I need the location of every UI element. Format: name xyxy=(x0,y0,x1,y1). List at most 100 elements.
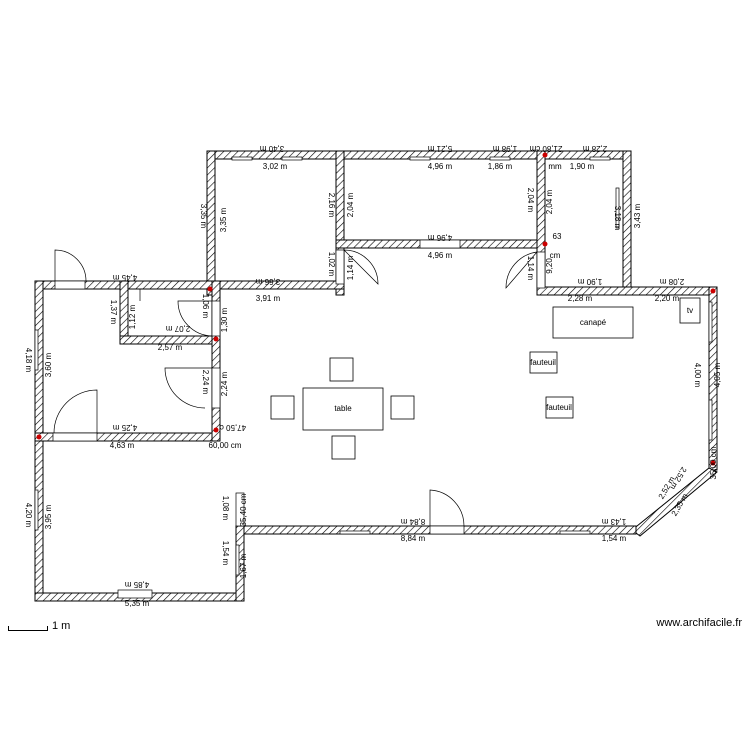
dimension-label: 3,02 m xyxy=(263,162,288,171)
dimension-label: cm xyxy=(550,251,561,260)
dimension-label: 4,20 m xyxy=(24,503,33,528)
red-marker xyxy=(213,336,219,342)
door-swing xyxy=(164,367,212,409)
dimension-label: 1,08 m xyxy=(221,496,230,521)
dimension-label: 1,43 m xyxy=(601,517,626,526)
dimension-label: 1,67 m xyxy=(239,553,248,578)
window xyxy=(409,156,431,161)
door-swing xyxy=(54,249,87,282)
dimension-label: 4,00 m xyxy=(693,363,702,388)
wall xyxy=(206,150,216,296)
dimension-label: 3,35 m xyxy=(199,204,208,229)
window xyxy=(235,544,240,576)
window xyxy=(339,530,371,535)
dimension-label: 1,86 m xyxy=(488,162,513,171)
dimension-label: 1,90 m xyxy=(577,277,602,286)
dimension-label: 1,54 m xyxy=(221,541,230,566)
window xyxy=(281,156,303,161)
dimension-label: 8,84 m xyxy=(400,517,425,526)
window xyxy=(559,530,591,535)
dimension-label: 8,84 m xyxy=(401,534,426,543)
dimension-label: 5,21 m xyxy=(427,144,452,153)
table xyxy=(302,387,384,431)
dimension-label: 35,40 cm xyxy=(239,493,248,526)
scale-bar xyxy=(8,626,48,631)
armchair-label: fauteuil xyxy=(530,358,556,367)
dimension-label: 5,35 m xyxy=(125,599,150,608)
dimension-label: 4,18 m xyxy=(24,348,33,373)
dimension-label: 2,07 m xyxy=(165,324,190,333)
door-gap xyxy=(211,300,221,337)
door-gap xyxy=(52,432,98,442)
wall xyxy=(631,467,718,537)
door-swing xyxy=(343,249,379,285)
armchair xyxy=(529,351,558,374)
dimension-label: 2,08 m xyxy=(659,277,684,286)
red-marker xyxy=(542,152,548,158)
dimension-label: 63 xyxy=(553,232,562,241)
dimension-label: 1,54 m xyxy=(602,534,627,543)
door-gap xyxy=(335,249,345,285)
dimension-label: 4,25 m xyxy=(112,423,137,432)
dimension-label: 47,50 c xyxy=(220,423,246,432)
armchair xyxy=(545,396,574,419)
dimension-label: 2,24 m xyxy=(201,370,210,395)
credit-text: www.archifacile.fr xyxy=(656,617,742,629)
red-marker xyxy=(710,288,716,294)
sofa xyxy=(552,306,634,339)
dimension-label: 3,35 m xyxy=(219,207,228,232)
furniture: table canapé fauteuil fauteuil tv xyxy=(270,297,701,460)
window xyxy=(117,589,153,599)
dimension-label: 1,98 m xyxy=(492,144,517,153)
door-swing xyxy=(505,251,538,289)
door-swing xyxy=(429,489,465,527)
chair xyxy=(270,395,295,420)
door-swings xyxy=(53,249,538,527)
door-gap xyxy=(211,367,221,409)
dimension-label: 4,96 m xyxy=(428,162,453,171)
red-marker xyxy=(710,460,716,466)
wall xyxy=(211,280,221,442)
dimension-label: 2,57 m xyxy=(158,343,183,352)
dimension-label: 3,43 m xyxy=(633,203,642,228)
dimension-label: 1,06 m xyxy=(201,294,210,319)
dimension-label: 2,04 m xyxy=(346,192,355,217)
dimension-label: 1,90 m xyxy=(570,162,595,171)
dimension-label: 4,63 m xyxy=(110,441,135,450)
dimension-label: 1,12 m xyxy=(128,304,137,329)
door-swing xyxy=(53,389,98,434)
dimension-label: 4,85 m xyxy=(124,580,149,589)
dimension-label: 9,20 xyxy=(545,258,554,274)
dimension-label: 60,00 cm xyxy=(209,441,242,450)
dimension-label: 1,30 m xyxy=(220,307,229,332)
chair xyxy=(390,395,415,420)
wall xyxy=(119,280,129,344)
door-gap xyxy=(429,525,465,535)
red-marker xyxy=(36,434,42,440)
dimension-label: 1,02 m xyxy=(327,252,336,277)
chair xyxy=(329,357,354,382)
dimension-label: 2,16 m xyxy=(327,193,336,218)
red-markers xyxy=(36,152,716,466)
window xyxy=(419,239,461,249)
dimension-label: 3,66 m xyxy=(255,277,280,286)
armchair-label: fauteuil xyxy=(546,403,572,412)
dimension-label: 2,24 m xyxy=(220,371,229,396)
door-swing xyxy=(177,300,213,337)
dimension-label: 3,40 m xyxy=(259,144,284,153)
door-gap xyxy=(536,251,546,289)
dimension-label: 4,05 m xyxy=(713,362,722,387)
window xyxy=(34,489,39,531)
dimension-label: 4,45 m xyxy=(112,273,137,282)
dimension-label: 2,04 m xyxy=(545,189,554,214)
dimension-label: 35,00 cm xyxy=(709,446,718,479)
wall xyxy=(536,286,718,296)
dimension-labels: 3,40 m3,02 m5,21 m4,96 m1,98 m1,86 m21,8… xyxy=(24,144,722,608)
scale-label: 1 m xyxy=(52,620,71,632)
red-marker xyxy=(213,427,219,433)
dimension-label: 2,04 m xyxy=(526,188,535,213)
dimension-label: 2,28 m xyxy=(568,294,593,303)
window xyxy=(708,301,713,343)
windows xyxy=(34,156,713,599)
